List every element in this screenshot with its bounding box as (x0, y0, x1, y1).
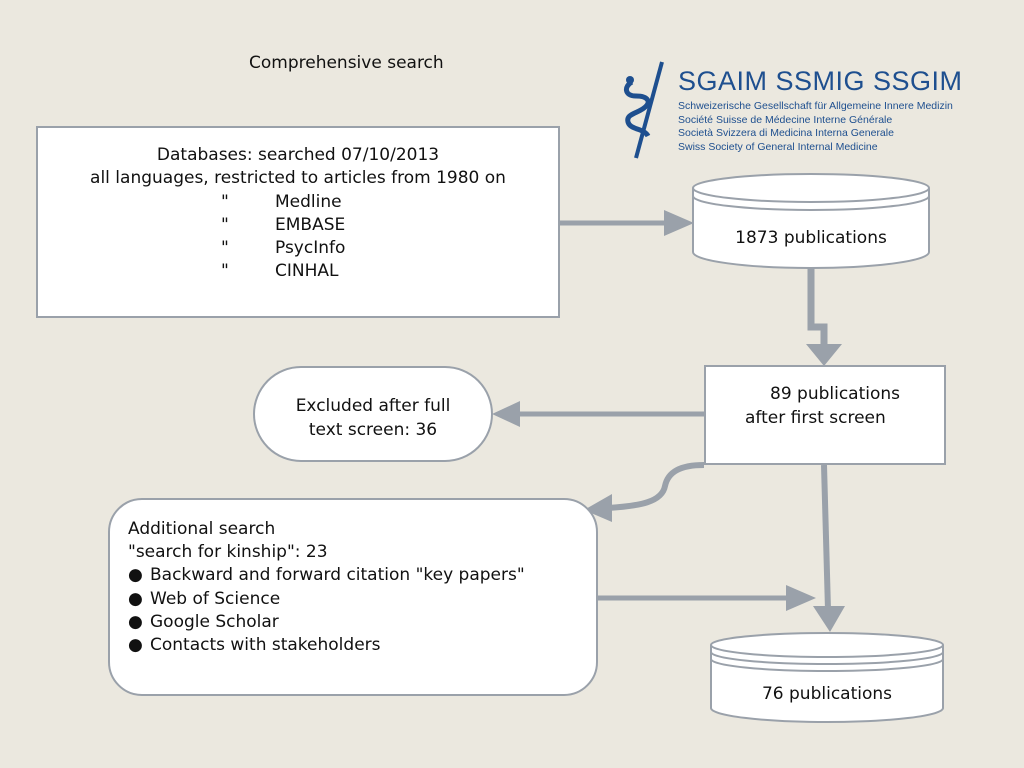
node-89-line-2: after first screen (745, 408, 886, 428)
database-name: Medline (275, 191, 342, 212)
node-89-box: 89 publications after first screen (704, 365, 946, 465)
bullet-item: ● Web of Science (128, 588, 596, 611)
database-row: " PsycInfo (38, 237, 558, 260)
excluded-line-2: text screen: 36 (308, 420, 438, 440)
database-row: " Medline (38, 191, 558, 214)
bullet-text: Google Scholar (150, 611, 279, 632)
arrow-databases-to-1873 (560, 210, 694, 236)
ditto-mark: " (221, 261, 229, 282)
excluded-oval: Excluded after full text screen: 36 (253, 366, 493, 462)
bullet-icon: ● (128, 588, 143, 609)
bullet-icon: ● (128, 611, 143, 632)
bullet-text: Backward and forward citation "key paper… (150, 565, 525, 586)
additional-search-box: Additional search "search for kinship": … (108, 498, 598, 696)
arrow-89-to-excluded (492, 401, 704, 427)
bullet-item: ● Google Scholar (128, 611, 596, 634)
additional-line-2: "search for kinship": 23 (128, 542, 328, 563)
bullet-icon: ● (128, 565, 143, 586)
database-name: CINHAL (275, 261, 339, 282)
node-1873-label: 1873 publications (735, 228, 887, 248)
bullet-text: Contacts with stakeholders (150, 635, 381, 656)
logo-subtitle: Schweizerische Gesellschaft für Allgemei… (678, 100, 953, 154)
caduceus-logo-icon (624, 61, 664, 159)
database-row: " CINHAL (38, 260, 558, 283)
database-row: " EMBASE (38, 214, 558, 237)
logo-wordmark: SGAIM SSMIG SSGIM (678, 66, 963, 96)
ditto-mark: " (221, 191, 229, 212)
logo-line: Swiss Society of General Internal Medici… (678, 140, 878, 153)
bullet-icon: ● (128, 635, 143, 656)
databases-line-2: all languages, restricted to articles fr… (90, 168, 506, 189)
additional-line-1: Additional search (128, 519, 276, 539)
cylinder-76 (710, 632, 944, 723)
arrow-additional-to-76 (598, 585, 816, 611)
bullet-text: Web of Science (150, 588, 281, 609)
logo-line: Schweizerische Gesellschaft für Allgemei… (678, 100, 953, 112)
page-title: Comprehensive search (249, 53, 444, 73)
logo-line: Société Suisse de Médecine Interne Génér… (678, 113, 893, 126)
node-76-label: 76 publications (761, 684, 893, 704)
arrow-89-to-additional (584, 462, 705, 522)
arrow-1873-to-89 (806, 268, 842, 366)
databases-box: Databases: searched 07/10/2013 all langu… (36, 126, 560, 318)
node-89-line-1: 89 publications (770, 384, 901, 404)
bullet-item: ● Backward and forward citation "key pape… (128, 564, 596, 587)
ditto-mark: " (221, 214, 229, 235)
ditto-mark: " (221, 238, 229, 259)
logo-line: Società Svizzera di Medicina Interna Gen… (678, 127, 894, 140)
arrow-89-to-76 (813, 464, 845, 632)
excluded-line-1: Excluded after full (295, 396, 451, 416)
cylinder-1873 (692, 173, 930, 269)
databases-line-1: Databases: searched 07/10/2013 (156, 145, 440, 165)
bullet-item: ● Contacts with stakeholders (128, 634, 596, 657)
database-name: EMBASE (275, 214, 346, 235)
database-name: PsycInfo (275, 238, 346, 259)
